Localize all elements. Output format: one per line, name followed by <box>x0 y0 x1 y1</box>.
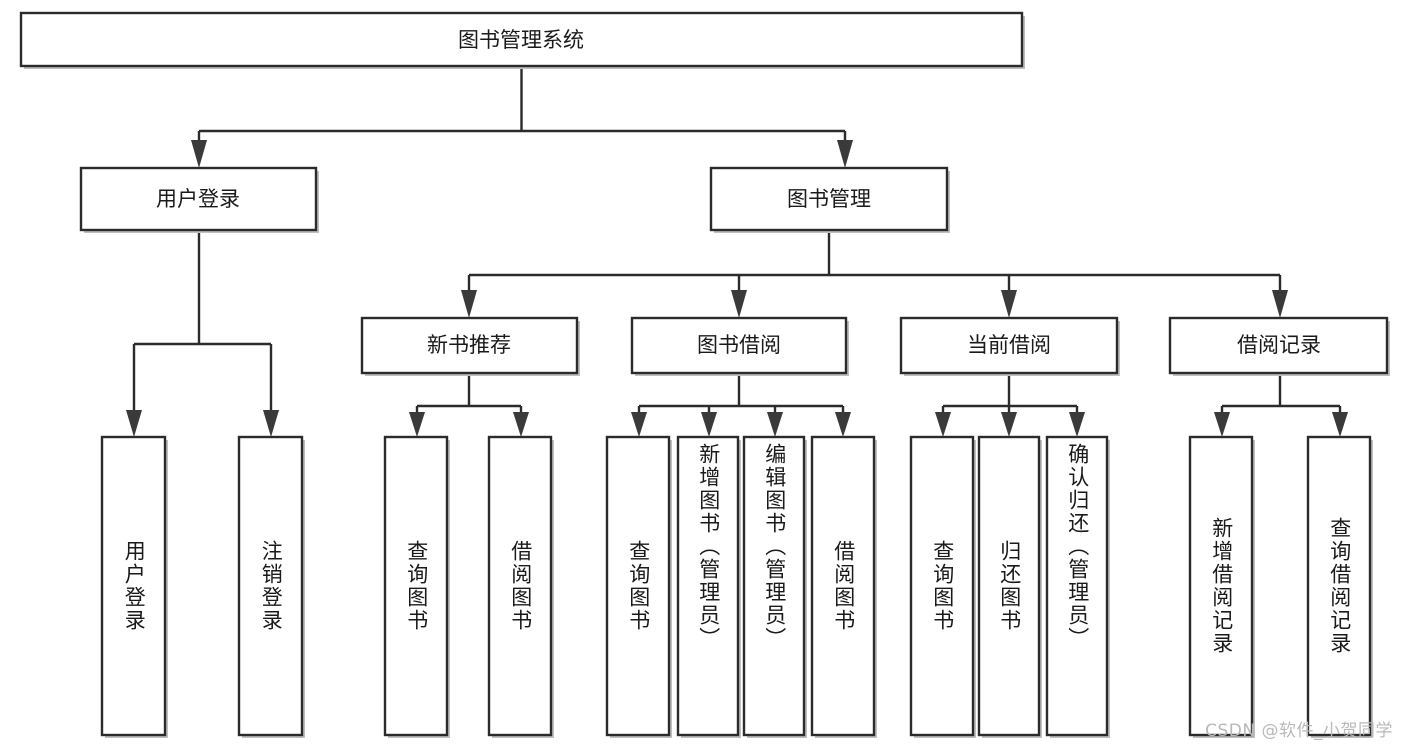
leaf-box-borrow-query[interactable] <box>605 435 671 737</box>
leaf-box-current-confirm[interactable] <box>1045 435 1109 737</box>
connector-borrow-to-leaves <box>631 374 851 437</box>
node-borrow-records[interactable]: 借阅记录 <box>1168 316 1390 376</box>
leaf-box-current-return[interactable] <box>977 435 1041 737</box>
node-borrow-records-label: 借阅记录 <box>1237 333 1321 357</box>
connector-bookmgmt-to-level3 <box>461 232 1288 318</box>
node-book-management[interactable]: 图书管理 <box>709 166 950 233</box>
leaf-box-records-add[interactable] <box>1188 435 1254 737</box>
node-new-book-recommend[interactable]: 新书推荐 <box>360 316 580 376</box>
node-book-borrow[interactable]: 图书借阅 <box>630 316 849 376</box>
node-root-label: 图书管理系统 <box>458 28 584 52</box>
leaf-box-records-query[interactable] <box>1306 435 1372 737</box>
leaf-boxes-user-login <box>100 435 305 738</box>
leaf-boxes-current-borrow <box>909 435 1110 738</box>
connector-userlogin-to-leaves <box>126 232 279 437</box>
leaf-box-recommend-borrow[interactable] <box>487 435 553 737</box>
node-user-login-label: 用户登录 <box>156 187 240 211</box>
connector-current-to-leaves <box>935 374 1085 437</box>
leaf-boxes-recommend <box>383 435 554 738</box>
connector-records-to-leaves <box>1214 374 1348 437</box>
node-root[interactable]: 图书管理系统 <box>19 11 1025 69</box>
csdn-watermark: CSDN @软件_小贺同学 <box>1205 721 1393 741</box>
leaf-box-borrow-edit[interactable] <box>742 435 806 737</box>
node-current-borrow[interactable]: 当前借阅 <box>899 316 1120 376</box>
leaf-boxes-book-borrow <box>605 435 877 738</box>
node-new-book-recommend-label: 新书推荐 <box>427 333 511 357</box>
node-book-management-label: 图书管理 <box>787 187 871 211</box>
connector-recommend-to-leaves <box>409 374 529 437</box>
leaf-box-user-login[interactable] <box>100 435 167 737</box>
leaf-box-borrow-add[interactable] <box>676 435 740 737</box>
node-current-borrow-label: 当前借阅 <box>967 333 1051 357</box>
leaf-box-recommend-query[interactable] <box>383 435 449 737</box>
leaf-box-borrow-lend[interactable] <box>810 435 876 737</box>
leaf-boxes-records <box>1188 435 1373 738</box>
node-user-login[interactable]: 用户登录 <box>79 166 319 233</box>
leaf-box-logout[interactable] <box>237 435 304 737</box>
leaf-box-current-query[interactable] <box>909 435 975 737</box>
node-book-borrow-label: 图书借阅 <box>697 333 781 357</box>
connector-root-to-level2 <box>191 66 853 168</box>
